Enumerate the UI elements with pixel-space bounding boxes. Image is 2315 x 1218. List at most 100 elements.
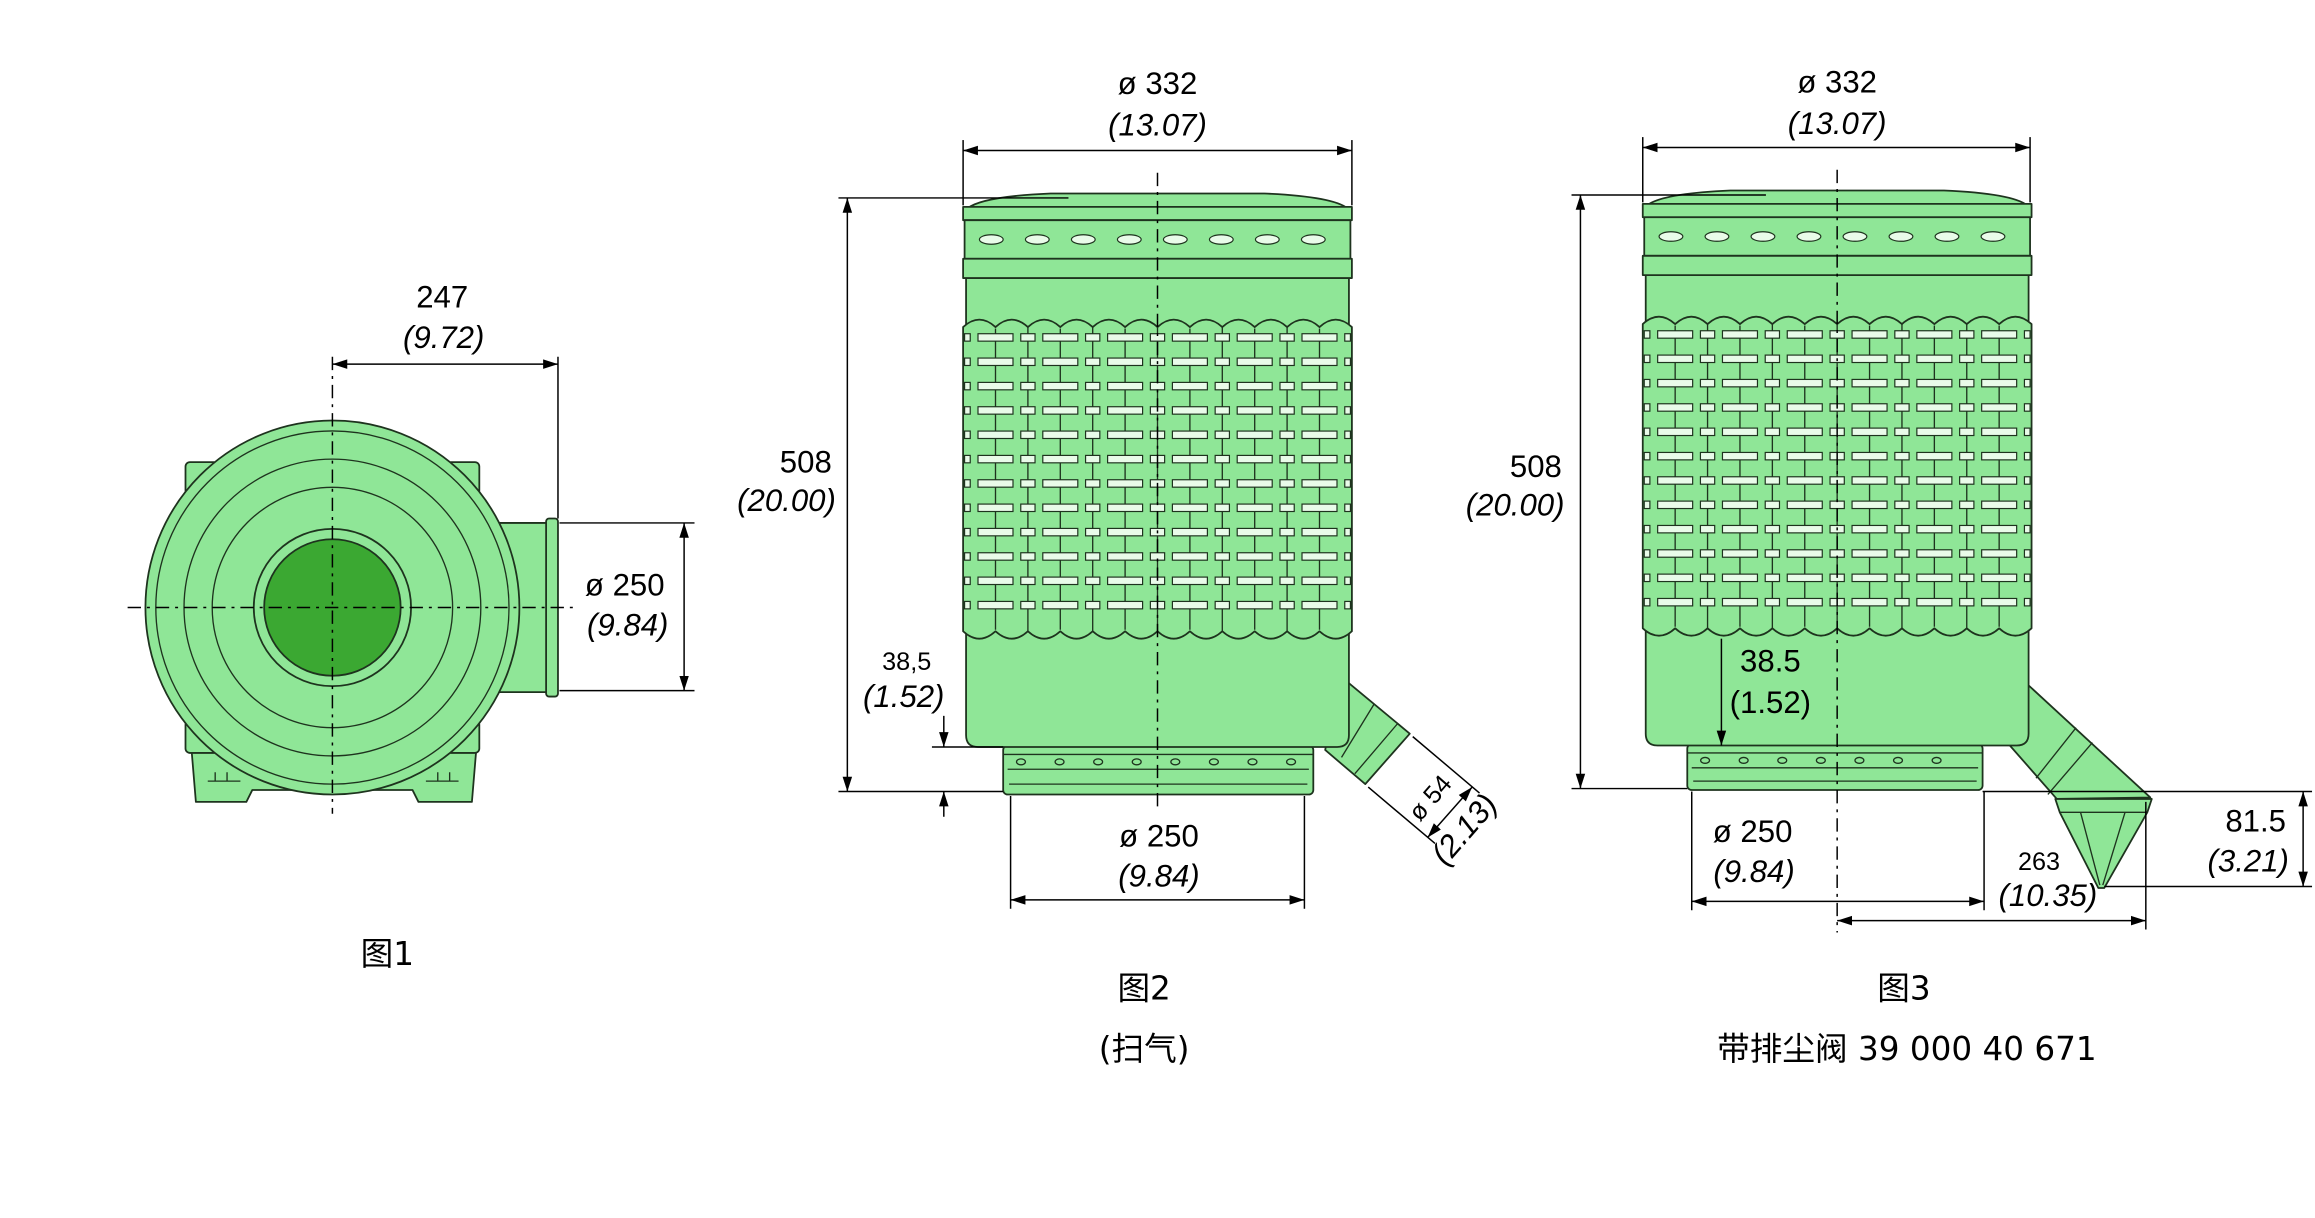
rib-slot (1786, 354, 1823, 364)
rib-slot (1643, 476, 1651, 485)
rib-slot (963, 430, 971, 440)
rib-slot (2023, 330, 2031, 339)
rib-slot (1721, 524, 1759, 534)
rib-slot (1171, 503, 1208, 513)
rib-slot (1764, 354, 1781, 364)
rib-slot (1020, 430, 1036, 440)
rib-slot (1786, 403, 1823, 412)
base-ring-notch (1738, 756, 1749, 765)
base-ring-detail (1687, 752, 1983, 782)
rib-slot (1344, 552, 1352, 561)
rib-slot (1107, 357, 1144, 367)
scavenge-pipe-collar (1340, 703, 1399, 775)
rib-slot (1236, 430, 1273, 440)
rib-slot (1894, 549, 1910, 558)
rib-slot (1894, 330, 1910, 339)
base-ring-notch (1208, 758, 1220, 766)
extension-line (1412, 736, 1481, 794)
rib-slot (1171, 406, 1208, 415)
rib-slot (1236, 454, 1273, 464)
rib-slot (1214, 357, 1231, 367)
rib-slot (1721, 330, 1759, 339)
rib-slot (1959, 573, 1975, 583)
base-ring-notch (1093, 758, 1104, 766)
rib-slot (1279, 357, 1295, 367)
dim-top-diameter-mm: ø 332 (1797, 65, 1877, 100)
rib-slot (977, 552, 1014, 561)
rib-slot (1042, 503, 1079, 513)
rib-slot (977, 576, 1014, 586)
rib-slot (1279, 479, 1295, 488)
rib-slot (1721, 476, 1759, 485)
rib-slot (1344, 357, 1352, 367)
rib-slot (1851, 354, 1888, 364)
rib-slot (1916, 378, 1953, 388)
rib-slot (1894, 573, 1910, 583)
rib-slot (963, 357, 971, 367)
dim-outlet-mm: ø 250 (585, 568, 665, 603)
rib-slot (1344, 333, 1352, 342)
rib-slot (1020, 503, 1036, 513)
rib-slot (1084, 503, 1101, 513)
rib-slot (1279, 454, 1295, 464)
rib-slot (1107, 552, 1144, 561)
rib-slot (1699, 573, 1716, 583)
rib-slot (1981, 500, 2018, 510)
rib-slot (1959, 330, 1975, 339)
rib-slot (1279, 406, 1295, 415)
rib-slot (1171, 527, 1208, 537)
dim-width-mm: 247 (416, 280, 468, 315)
rib-slot (1764, 500, 1781, 510)
rib-slot (1851, 524, 1888, 534)
rib-slot (1214, 430, 1231, 440)
rib-slot (1959, 476, 1975, 485)
rib-slot (1279, 576, 1295, 586)
rib-slot (1829, 378, 1845, 388)
dim-valve-height-in: (3.21) (2208, 844, 2289, 879)
base-ring (1686, 743, 1984, 791)
rib-slot (1786, 451, 1823, 461)
cover-vent-slot (1070, 234, 1096, 245)
rib-slot (1981, 524, 2018, 534)
rib-slot (963, 503, 971, 513)
rib-slot (1851, 330, 1888, 339)
cover-vent-slot (1116, 234, 1142, 245)
rib-slot (1107, 454, 1144, 464)
rib-slot (1916, 549, 1953, 558)
rib-slot (1916, 476, 1953, 485)
rib-slot (1236, 503, 1273, 513)
rib-slot (1171, 479, 1208, 488)
rib-slot (963, 552, 971, 561)
rib-slot (1344, 381, 1352, 391)
rib-slot (1020, 381, 1036, 391)
rib-slot (1344, 406, 1352, 415)
ribbed-filter-section (1641, 315, 2033, 637)
base-ring-notch (1247, 758, 1258, 766)
dim-bottom-diameter-in: (9.84) (1713, 854, 1794, 889)
rib-slot (1171, 333, 1208, 342)
rib-slot (1786, 330, 1823, 339)
base-ring-notch (1892, 756, 1904, 765)
rib-slot (1959, 354, 1975, 364)
rib-slot (1301, 576, 1338, 586)
rib-slot (1171, 576, 1208, 586)
dim-base-height-mm: 38.5 (1740, 643, 1801, 678)
rib-slot (1107, 381, 1144, 391)
rib-slot (963, 527, 971, 537)
cover-vent-slot (1980, 231, 2006, 242)
rib-slot (1721, 500, 1759, 510)
rib-slot (977, 430, 1014, 440)
base-ring-notches (1015, 758, 1297, 766)
rib-slot (1344, 430, 1352, 440)
rib-slot (977, 333, 1014, 342)
rib-slot (977, 454, 1014, 464)
dust-valve-collar (2035, 727, 2093, 795)
rib-slot (1657, 403, 1694, 412)
figure-1-top-view: 247 (9.72) ø 250 (9.84) 图1 (127, 280, 695, 973)
rib-slot (1851, 451, 1888, 461)
rib-slot (1042, 357, 1079, 367)
rib-slot (1851, 403, 1888, 412)
dim-bottom-diameter-in: (9.84) (1118, 859, 1199, 894)
cover-vent-slot (1704, 231, 1730, 242)
